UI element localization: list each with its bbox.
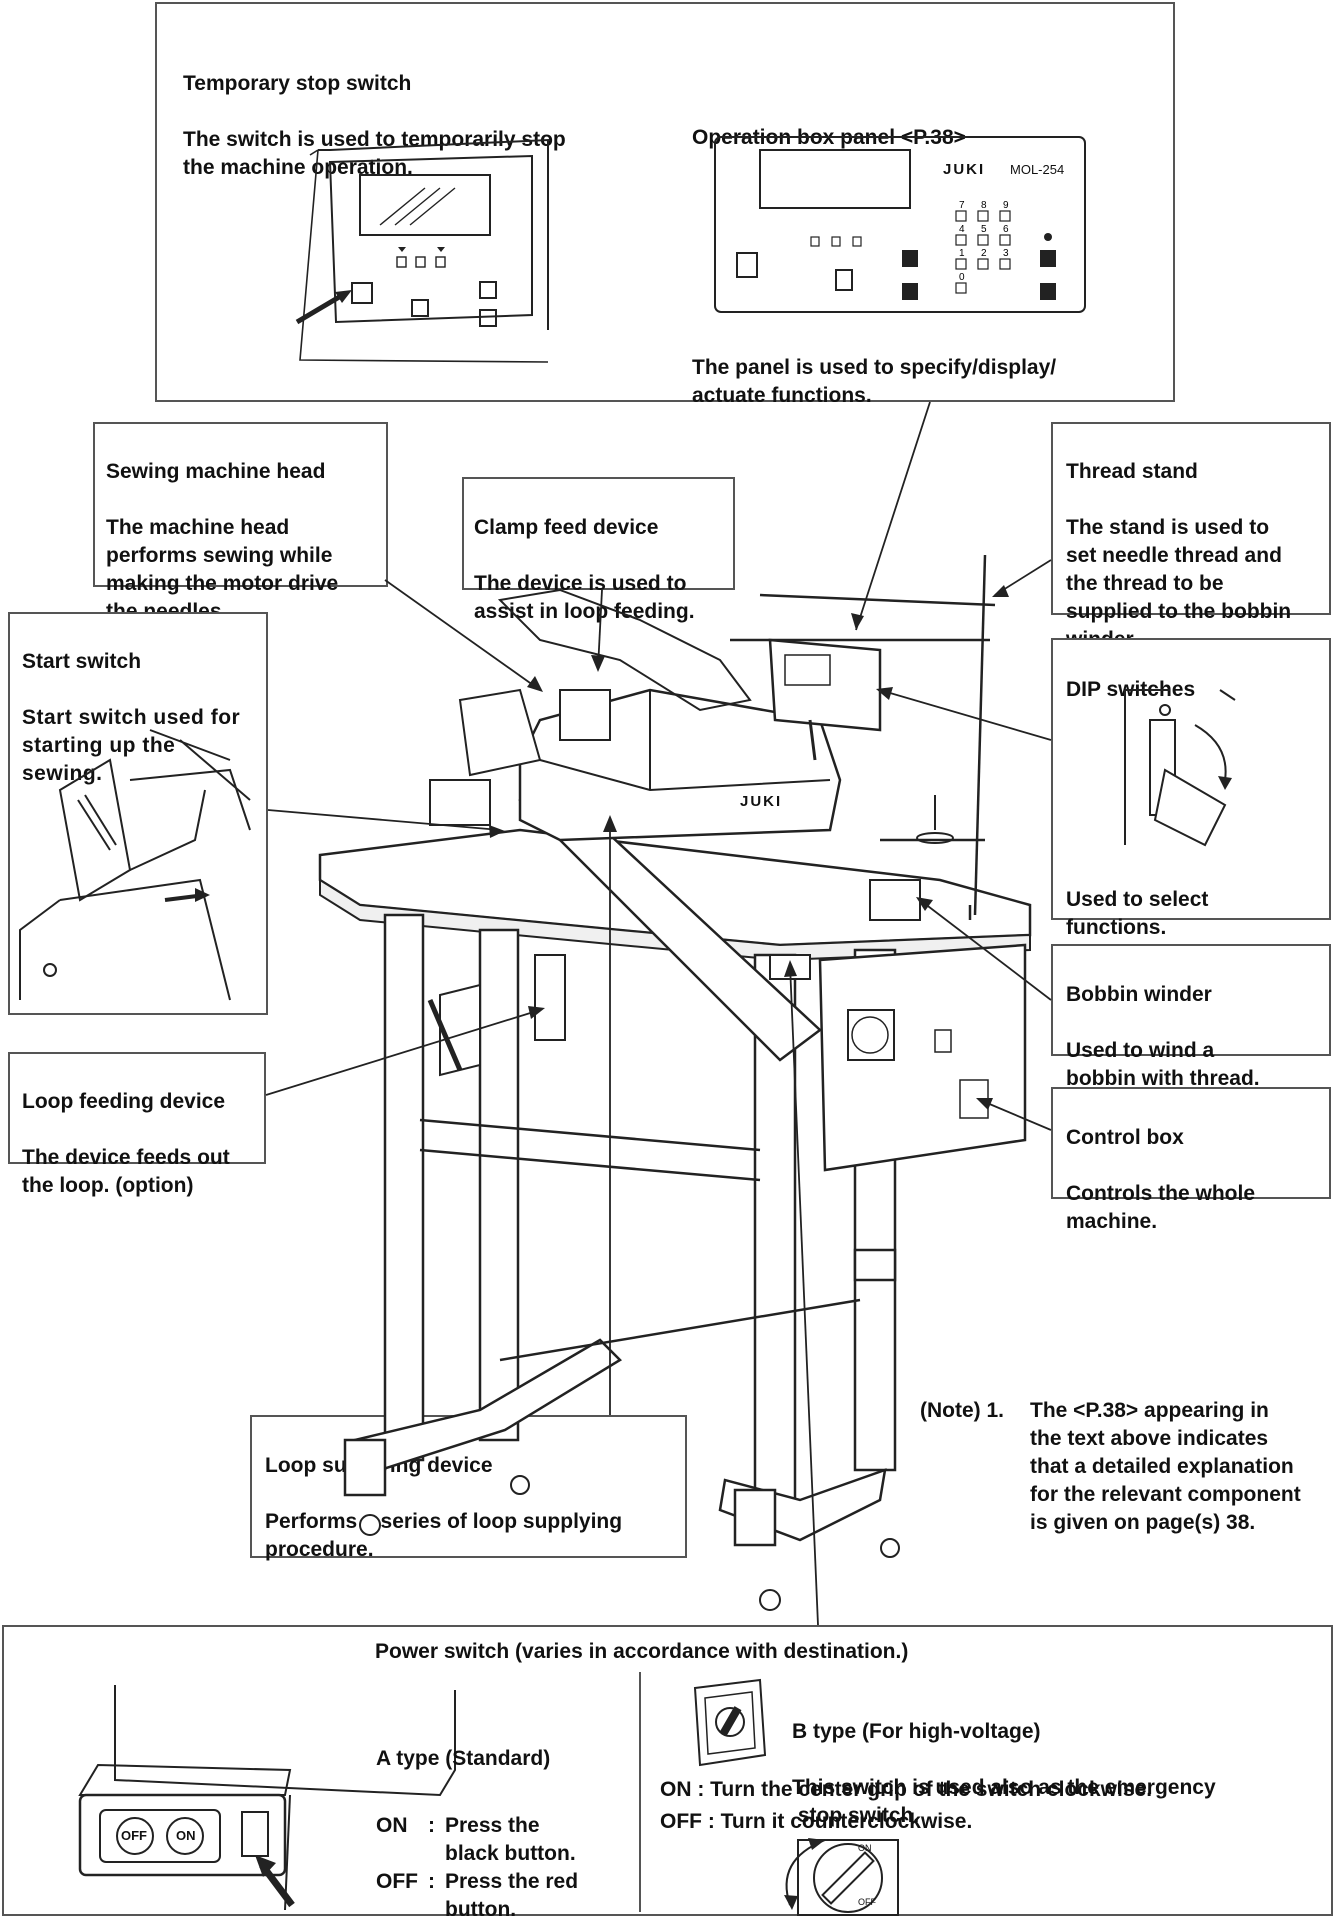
- loop-feeding-label: Loop feeding device The device feeds out…: [22, 1060, 230, 1228]
- bobbin-winder-box: [1051, 944, 1331, 1056]
- thread-stand-title: Thread stand: [1066, 460, 1198, 483]
- operation-panel-desc: The panel is used to specify/display/ ac…: [692, 356, 1057, 407]
- operation-panel-title: Operation box panel <P.38>: [692, 126, 966, 149]
- loop-feeding-box: [8, 1052, 266, 1164]
- clamp-feed-label: Clamp feed device The device is used to …: [474, 486, 734, 654]
- b-type-on-line: ON : Turn the center grip of the switch …: [660, 1778, 1153, 1801]
- b-type-desc: This switch is used also as the emergenc…: [792, 1776, 1216, 1827]
- b-type-label: B type (For high-voltage) This switch is…: [792, 1690, 1312, 1858]
- bobbin-winder-label: Bobbin winder Used to wind a bobbin with…: [1066, 953, 1260, 1121]
- a-type-on-text: Press the black button.: [445, 1814, 576, 1865]
- machine-brand-text: JUKI: [740, 793, 783, 810]
- loop-feeding-desc: The device feeds out the loop. (option): [22, 1146, 230, 1197]
- thread-stand-desc: The stand is used to set needle thread a…: [1066, 516, 1292, 651]
- loop-feeding-title: Loop feeding device: [22, 1090, 226, 1113]
- control-box-box: [1051, 1087, 1331, 1199]
- b-type-dial-off: OFF: [858, 1897, 876, 1907]
- sewing-head-box: [93, 422, 388, 587]
- bobbin-winder-desc: Used to wind a bobbin with thread.: [1066, 1039, 1260, 1090]
- temporary-stop-desc: The switch is used to temporarily stop t…: [183, 128, 566, 179]
- a-type-on-key: ON: [376, 1814, 408, 1837]
- a-type-off-key: OFF: [376, 1870, 418, 1893]
- thread-stand-label: Thread stand The stand is used to set ne…: [1066, 430, 1322, 682]
- control-box-desc: Controls the whole machine.: [1066, 1182, 1255, 1233]
- start-switch-label: Start switch Start switch used for start…: [22, 620, 262, 816]
- dip-switches-desc-label: Used to select functions.: [1066, 858, 1208, 970]
- a-type-title: A type (Standard): [376, 1747, 551, 1770]
- loop-supplying-desc: Performs a series of loop supplying proc…: [265, 1510, 623, 1561]
- clamp-feed-title: Clamp feed device: [474, 516, 659, 539]
- note-text: The <P.38> appearing in the text above i…: [1030, 1399, 1301, 1534]
- thread-stand-box: [1051, 422, 1331, 615]
- a-type-off-text: Press the red button.: [445, 1870, 579, 1921]
- bobbin-winder-title: Bobbin winder: [1066, 983, 1212, 1006]
- loop-supplying-title: Loop supplying device: [265, 1454, 493, 1477]
- temporary-stop-title: Temporary stop switch: [183, 72, 412, 95]
- a-type-off-sep: :: [428, 1870, 435, 1893]
- b-type-dial-on: ON: [858, 1843, 872, 1853]
- dip-switches-desc: Used to select functions.: [1066, 888, 1209, 939]
- sewing-head-title: Sewing machine head: [106, 460, 326, 483]
- temporary-stop-label: Temporary stop switch The switch is used…: [183, 42, 643, 210]
- operation-panel-model: MOL-254: [1010, 162, 1065, 177]
- dip-switches-title: DIP switches: [1066, 678, 1196, 701]
- loop-supplying-label: Loop supplying device Performs a series …: [265, 1424, 622, 1592]
- b-type-title: B type (For high-voltage): [792, 1720, 1041, 1743]
- control-box-label: Control box Controls the whole machine.: [1066, 1096, 1255, 1264]
- operation-panel-brand: JUKI: [943, 161, 986, 178]
- control-box-title: Control box: [1066, 1126, 1184, 1149]
- operation-panel-desc-label: The panel is used to specify/display/ ac…: [692, 326, 1122, 438]
- a-type-on-sep: :: [428, 1814, 435, 1837]
- dip-switches-title-label: DIP switches: [1066, 648, 1195, 732]
- start-switch-title: Start switch: [22, 650, 142, 673]
- power-switch-title: Power switch (varies in accordance with …: [375, 1640, 909, 1663]
- b-type-off-line: OFF : Turn it counterclockwise.: [660, 1810, 973, 1833]
- clamp-feed-desc: The device is used to assist in loop fee…: [474, 572, 695, 623]
- note-prefix: (Note) 1.: [920, 1399, 1004, 1422]
- sewing-head-desc: The machine head performs sewing while m…: [106, 516, 339, 623]
- start-switch-desc: Start switch used for starting up the se…: [22, 706, 241, 785]
- a-type-on-button: ON: [176, 1828, 196, 1843]
- a-type-off-button: OFF: [121, 1828, 147, 1843]
